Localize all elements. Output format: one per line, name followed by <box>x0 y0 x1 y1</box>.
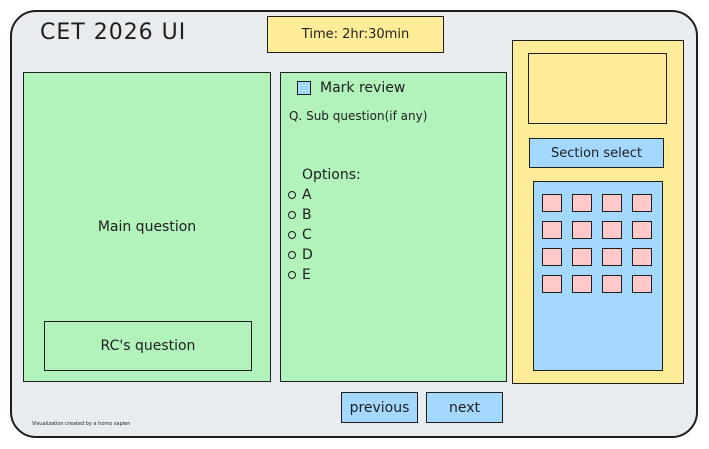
option-label: E <box>302 267 311 283</box>
question-tile[interactable] <box>572 194 592 212</box>
options-list: A B C D E <box>288 185 313 285</box>
question-tile[interactable] <box>542 221 562 239</box>
question-tile[interactable] <box>572 275 592 293</box>
option-label: B <box>302 207 312 223</box>
radio-icon[interactable] <box>288 191 296 199</box>
option-label: C <box>302 227 312 243</box>
option-e[interactable]: E <box>288 265 313 285</box>
question-tile[interactable] <box>602 194 622 212</box>
question-palette <box>533 181 663 371</box>
question-tile[interactable] <box>632 248 652 266</box>
question-tile[interactable] <box>602 248 622 266</box>
question-tile[interactable] <box>542 248 562 266</box>
option-label: A <box>302 187 312 203</box>
radio-icon[interactable] <box>288 271 296 279</box>
question-tile[interactable] <box>572 248 592 266</box>
section-select-button[interactable]: Section select <box>529 138 664 168</box>
radio-icon[interactable] <box>288 251 296 259</box>
sidebar-panel: Section select <box>512 40 684 384</box>
option-a[interactable]: A <box>288 185 313 205</box>
previous-button[interactable]: previous <box>341 392 418 423</box>
question-tile[interactable] <box>632 221 652 239</box>
option-b[interactable]: B <box>288 205 313 225</box>
radio-icon[interactable] <box>288 231 296 239</box>
footer-credit: Visualization created by a homo sapien <box>32 421 131 427</box>
candidate-info-box <box>528 53 667 124</box>
question-tile[interactable] <box>632 275 652 293</box>
question-tile[interactable] <box>602 275 622 293</box>
question-tile[interactable] <box>572 221 592 239</box>
timer-display: Time: 2hr:30min <box>267 16 444 53</box>
sub-question-text: Q. Sub question(if any) <box>289 109 428 123</box>
question-tile[interactable] <box>602 221 622 239</box>
rc-question-box: RC's question <box>44 321 252 371</box>
option-c[interactable]: C <box>288 225 313 245</box>
mark-review-label: Mark review <box>320 80 406 96</box>
question-tile[interactable] <box>542 275 562 293</box>
main-question-label: Main question <box>97 219 197 235</box>
option-label: D <box>302 247 313 263</box>
page-title: CET 2026 UI <box>40 20 187 45</box>
option-d[interactable]: D <box>288 245 313 265</box>
question-tile[interactable] <box>542 194 562 212</box>
mark-review-checkbox[interactable] <box>297 81 311 95</box>
sub-question-panel: Mark review Q. Sub question(if any) Opti… <box>280 72 507 382</box>
radio-icon[interactable] <box>288 211 296 219</box>
main-question-panel: Main question RC's question <box>23 72 271 382</box>
mark-review-row[interactable]: Mark review <box>297 80 405 96</box>
options-label: Options: <box>302 167 361 183</box>
question-tile[interactable] <box>632 194 652 212</box>
next-button[interactable]: next <box>426 392 503 423</box>
question-palette-grid <box>542 194 652 293</box>
